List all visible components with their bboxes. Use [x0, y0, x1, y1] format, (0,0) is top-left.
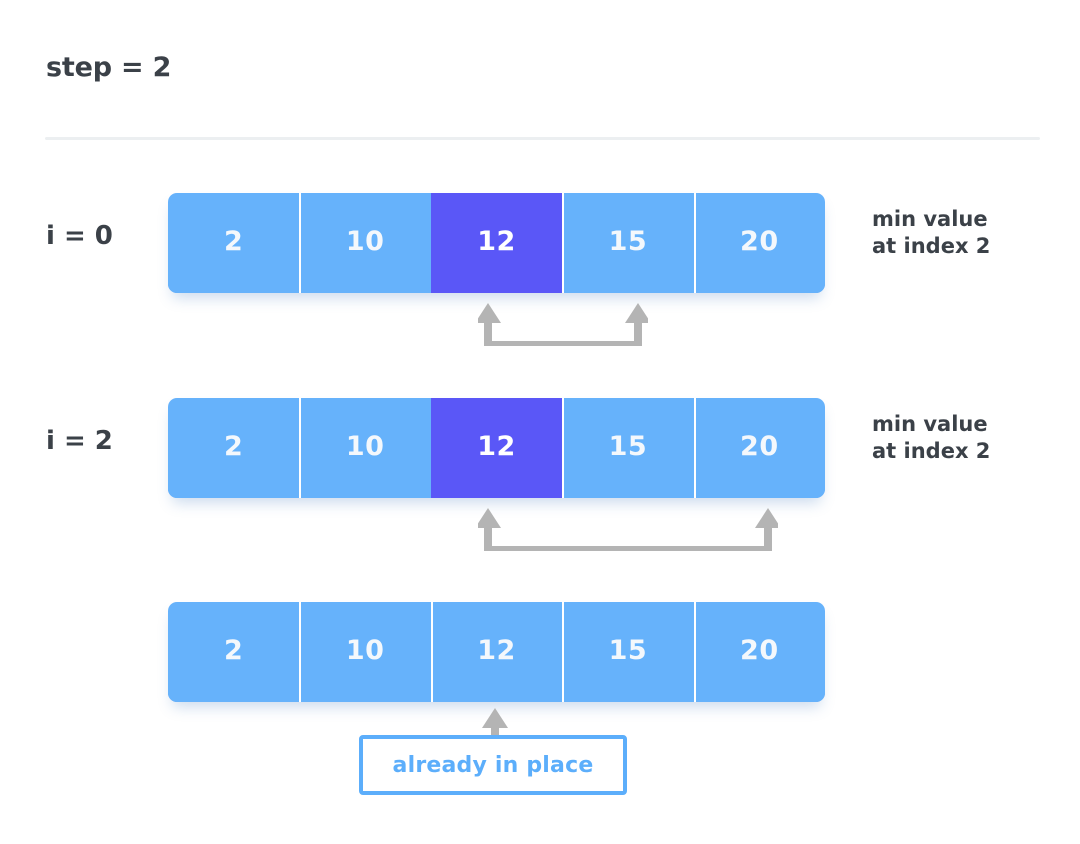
array-cell[interactable]: 15 [562, 398, 694, 498]
array-cell[interactable]: 20 [693, 398, 825, 498]
step-label: step = 2 [46, 52, 172, 83]
array-bar-3: 2 10 12 15 20 [168, 602, 825, 702]
array-cell[interactable]: 20 [693, 193, 825, 293]
array-cell[interactable]: 20 [693, 602, 825, 702]
array-cell-highlighted[interactable]: 12 [430, 193, 563, 293]
array-cell[interactable]: 10 [299, 398, 431, 498]
array-cell[interactable]: 15 [562, 602, 694, 702]
array-cell[interactable]: 10 [299, 602, 431, 702]
array-cell[interactable]: 2 [168, 398, 300, 498]
header-divider [45, 137, 1040, 140]
row-note-2: min value at index 2 [872, 412, 991, 463]
swap-connector-1 [478, 303, 648, 346]
array-bar-1: 2 10 12 15 20 [168, 193, 825, 293]
row-label-2: i = 2 [46, 426, 113, 456]
swap-connector-2 [478, 508, 778, 551]
array-cell[interactable]: 15 [562, 193, 694, 293]
row-note-1: min value at index 2 [872, 207, 991, 258]
array-bar-2: 2 10 12 15 20 [168, 398, 825, 498]
callout-label: already in place [392, 752, 594, 778]
row-label-1: i = 0 [46, 221, 113, 251]
array-cell[interactable]: 2 [168, 193, 300, 293]
callout-arrow-icon [482, 708, 508, 738]
array-cell[interactable]: 2 [168, 602, 300, 702]
already-in-place-callout: already in place [359, 735, 627, 795]
array-cell[interactable]: 12 [430, 602, 563, 702]
array-cell[interactable]: 10 [299, 193, 431, 293]
array-cell-highlighted[interactable]: 12 [430, 398, 563, 498]
